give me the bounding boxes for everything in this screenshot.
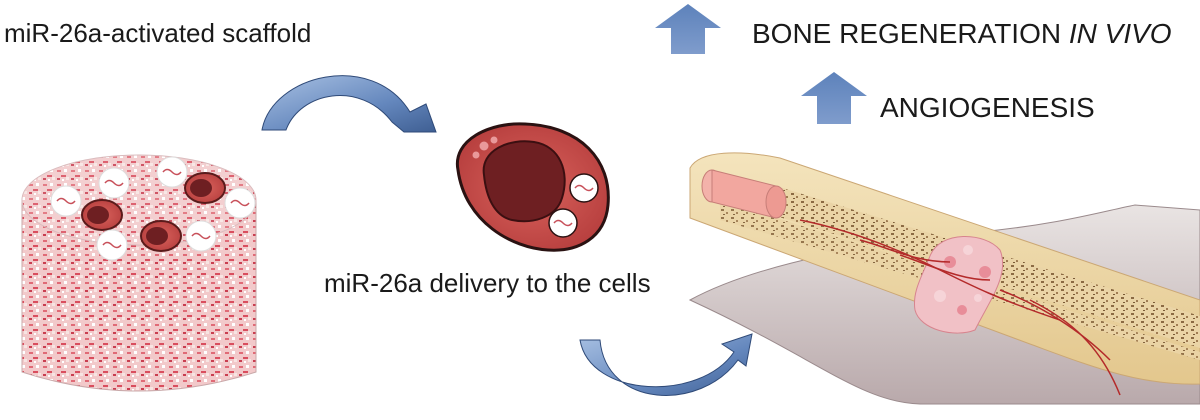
mirna-particle-icon: [98, 167, 130, 199]
scaffold-cell-3: [140, 220, 182, 252]
scaffold-cell-1: [81, 199, 123, 231]
mirna-particle-icon: [548, 208, 578, 238]
in-vivo-text: IN VIVO: [1068, 18, 1172, 49]
bone-regeneration-label: BONE REGENERATION IN VIVO: [752, 18, 1172, 50]
scaffold-cell-2: [184, 172, 226, 204]
bone-regeneration-text: BONE REGENERATION: [752, 18, 1069, 49]
mirna-particle-icon: [96, 229, 128, 261]
curved-arrow-to-cell-icon: [261, 75, 437, 133]
up-arrow-angiogenesis-icon: [801, 72, 867, 124]
mirna-particle-icon: [50, 185, 82, 217]
blood-vessels: [799, 219, 1121, 396]
target-cell: [455, 122, 610, 252]
angiogenesis-label: ANGIOGENESIS: [880, 92, 1095, 123]
mirna-particle-icon: [156, 156, 188, 188]
mirna-particle-icon: [224, 187, 256, 219]
bone-illustration: [688, 152, 1200, 405]
mirna-particle-icon: [569, 173, 599, 203]
mirna-particle-icon: [185, 220, 217, 252]
scaffold-label: miR-26a-activated scaffold: [4, 18, 312, 48]
implant-cylinder: [701, 169, 787, 219]
curved-arrow-to-bone-icon: [579, 333, 753, 396]
up-arrow-bone-icon: [655, 4, 721, 54]
mirna-particles: [50, 156, 256, 261]
delivery-label: miR-26a delivery to the cells: [324, 268, 651, 298]
